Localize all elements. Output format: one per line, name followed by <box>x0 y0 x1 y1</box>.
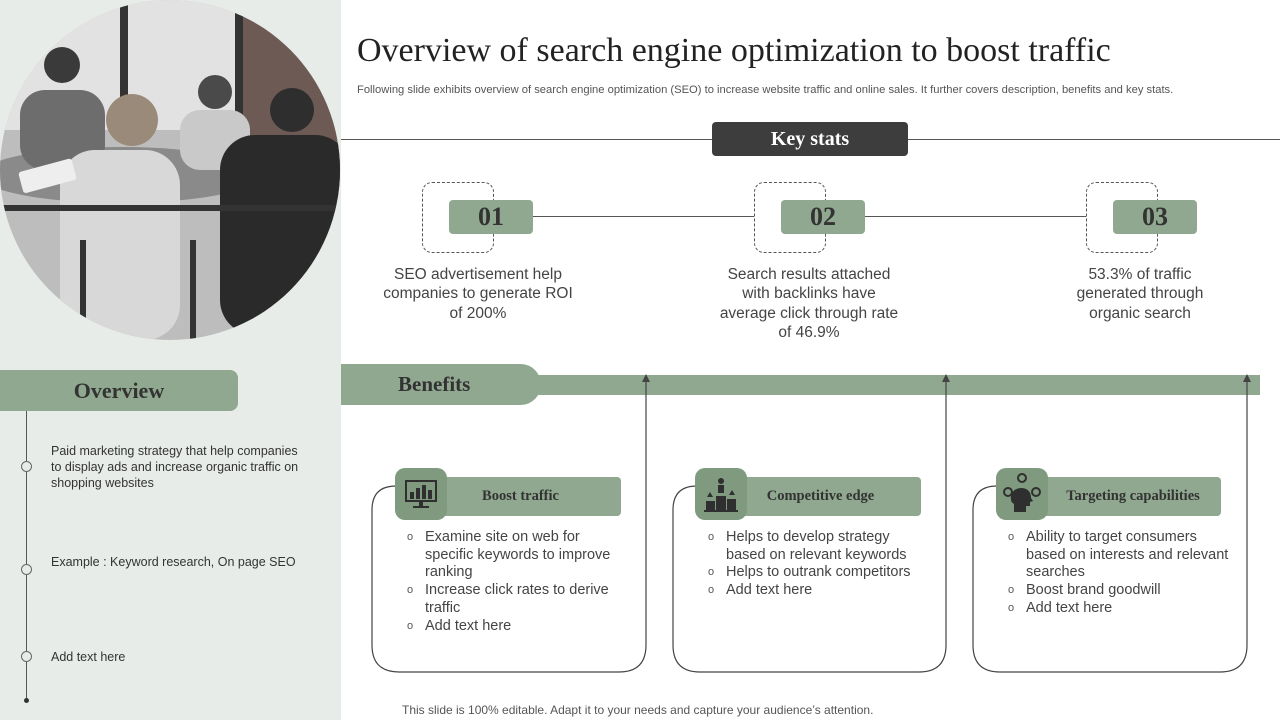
benefits-heading: Benefits <box>341 364 541 405</box>
overview-timeline-line <box>26 411 27 701</box>
benefit-point: Ability to target consumers based on int… <box>1005 529 1240 582</box>
benefit-point: Examine site on web for specific keyword… <box>404 529 626 582</box>
traffic-chart-icon <box>395 468 447 520</box>
benefits-bar <box>500 375 1260 395</box>
benefit-card-title: Boost traffic <box>420 477 621 516</box>
key-stats-heading: Key stats <box>712 122 908 156</box>
timeline-dot <box>21 461 32 472</box>
benefit-card-title: Competitive edge <box>720 477 921 516</box>
podium-icon <box>695 468 747 520</box>
benefit-point: Helps to develop strategy based on relev… <box>705 529 927 564</box>
overview-heading: Overview <box>0 370 238 411</box>
benefit-point: Increase click rates to derive traffic <box>404 582 626 617</box>
benefit-points-list: Ability to target consumers based on int… <box>1005 529 1240 618</box>
footer-note: This slide is 100% editable. Adapt it to… <box>402 703 874 717</box>
overview-item: Paid marketing strategy that help compan… <box>51 444 299 490</box>
stat-text: 53.3% of traffic generated through organ… <box>1076 266 1204 322</box>
stat-number: 03 <box>1113 200 1197 234</box>
benefit-point: Helps to outrank competitors <box>705 564 927 582</box>
stat-text: Search results attached with backlinks h… <box>719 266 899 341</box>
overview-item: Example : Keyword research, On page SEO <box>51 555 296 569</box>
left-panel: Overview Paid marketing strategy that he… <box>0 0 341 720</box>
target-head-icon <box>996 468 1048 520</box>
benefit-card-outlines <box>371 374 1251 673</box>
benefit-point: Add text here <box>404 618 626 636</box>
overview-item: Add text here <box>51 650 126 664</box>
benefit-points-list: Examine site on web for specific keyword… <box>404 529 626 635</box>
benefit-point: Boost brand goodwill <box>1005 582 1240 600</box>
stat-number: 01 <box>449 200 533 234</box>
benefit-points-list: Helps to develop strategy based on relev… <box>705 529 927 600</box>
timeline-end-dot <box>24 698 29 703</box>
stat-number: 02 <box>781 200 865 234</box>
benefit-point: Add text here <box>1005 600 1240 618</box>
meeting-photo <box>0 0 341 341</box>
page-subtitle: Following slide exhibits overview of sea… <box>357 84 1174 96</box>
timeline-dot <box>21 651 32 662</box>
stat-text: SEO advertisement help companies to gene… <box>383 266 573 322</box>
timeline-dot <box>21 564 32 575</box>
benefit-point: Add text here <box>705 582 927 600</box>
page-title: Overview of search engine optimization t… <box>357 32 1111 69</box>
benefit-card-title: Targeting capabilities <box>1021 477 1221 516</box>
